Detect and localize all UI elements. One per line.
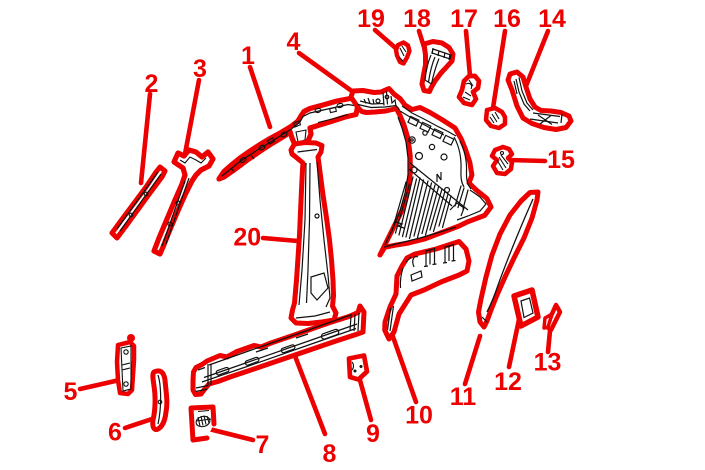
svg-text:14: 14 <box>538 5 566 33</box>
svg-text:1: 1 <box>241 42 255 70</box>
svg-text:17: 17 <box>450 5 478 33</box>
svg-text:16: 16 <box>493 5 521 33</box>
svg-text:18: 18 <box>403 5 431 33</box>
svg-text:2: 2 <box>145 70 159 98</box>
svg-text:3: 3 <box>193 55 207 83</box>
svg-text:7: 7 <box>256 431 270 459</box>
svg-text:15: 15 <box>547 146 575 174</box>
svg-text:6: 6 <box>108 419 122 447</box>
svg-text:20: 20 <box>233 224 261 252</box>
svg-text:10: 10 <box>405 402 433 430</box>
svg-text:8: 8 <box>323 440 337 468</box>
svg-text:9: 9 <box>366 420 380 448</box>
svg-text:12: 12 <box>494 368 522 396</box>
svg-text:19: 19 <box>357 5 385 33</box>
svg-text:11: 11 <box>450 383 477 411</box>
svg-text:5: 5 <box>64 378 78 406</box>
svg-text:4: 4 <box>287 28 301 56</box>
svg-text:13: 13 <box>534 349 562 377</box>
